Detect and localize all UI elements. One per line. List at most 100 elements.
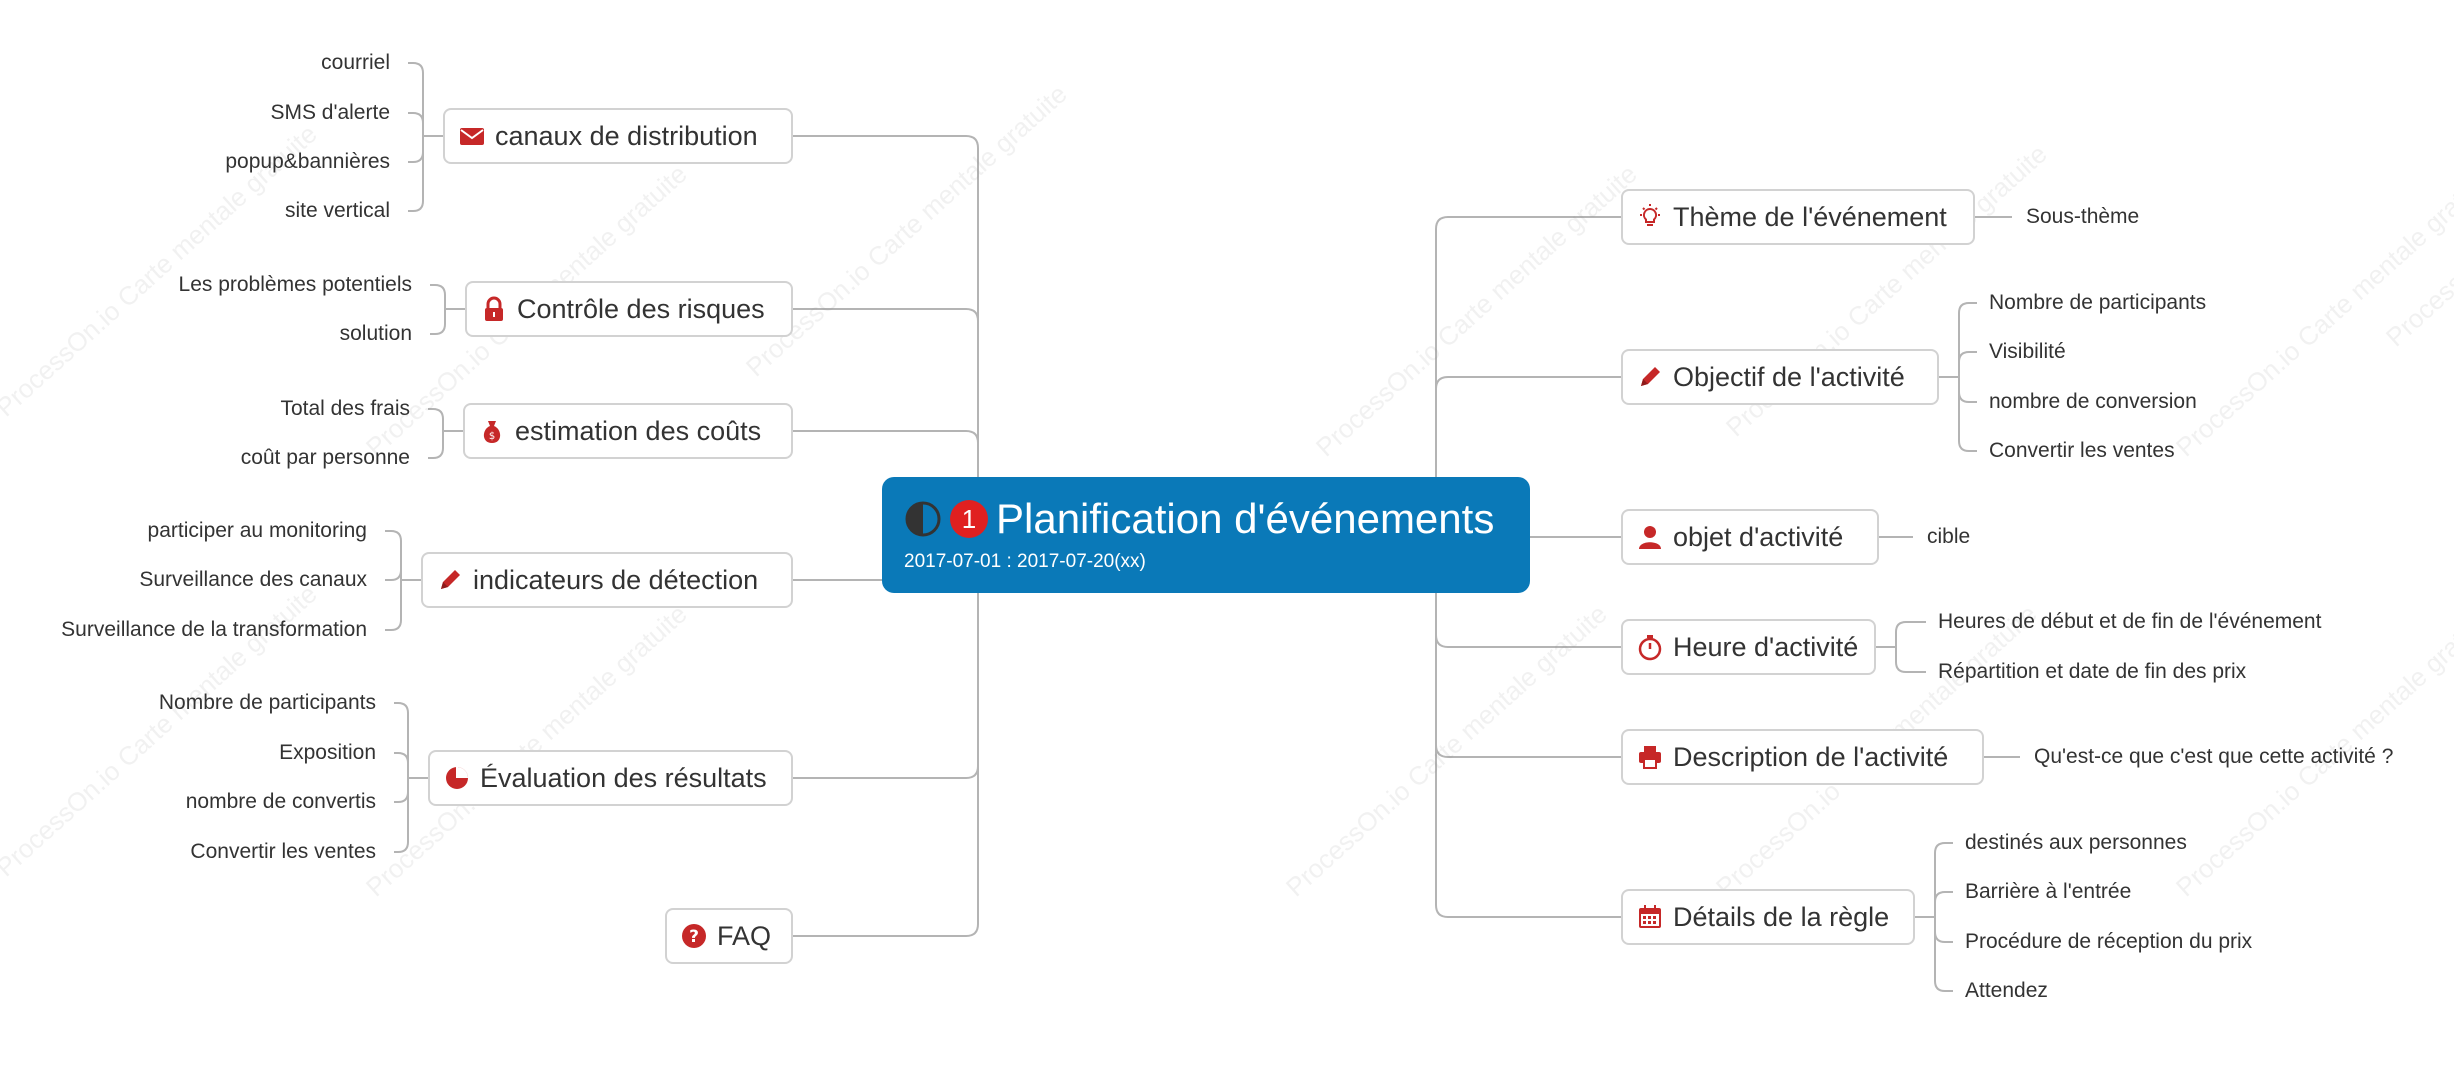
leaf-topic[interactable]: Surveillance des canaux xyxy=(139,568,367,591)
leaf-link xyxy=(394,752,409,778)
printer-icon xyxy=(1635,742,1665,772)
right-branch-1[interactable]: Thème de l'événement xyxy=(1621,189,1975,245)
branch-label: indicateurs de détection xyxy=(473,564,759,595)
pie-chart-icon xyxy=(442,763,472,793)
leaf-link xyxy=(1895,647,1926,673)
left-branch-2[interactable]: Contrôle des risques xyxy=(465,281,793,337)
leaf-topic[interactable]: coût par personne xyxy=(240,446,410,469)
branch-label: Contrôle des risques xyxy=(517,293,765,324)
lock-icon xyxy=(479,294,509,324)
leaf-topic[interactable]: Attendez xyxy=(1965,979,2048,1002)
left-branch-4[interactable]: indicateurs de détection xyxy=(421,552,793,608)
svg-text:$: $ xyxy=(489,431,495,442)
leaf-link xyxy=(394,778,409,803)
leaf-link xyxy=(385,580,402,631)
leaf-link xyxy=(385,530,402,580)
leaf-link xyxy=(1958,377,1977,403)
leaf-link xyxy=(1895,621,1926,647)
leaf-link xyxy=(1934,842,1953,917)
leaf-link xyxy=(385,569,402,581)
branch-label: objet d'activité xyxy=(1673,521,1844,552)
leaf-topic[interactable]: Les problèmes potentiels xyxy=(178,273,412,296)
leaf-topic[interactable]: Procédure de réception du prix xyxy=(1965,930,2253,953)
leaf-link xyxy=(1958,377,1977,452)
leaf-topic[interactable]: participer au monitoring xyxy=(147,519,367,542)
leaf-link xyxy=(1934,917,1953,992)
central-topic[interactable]: 1 Planification d'événements 2017-07-01 … xyxy=(882,477,1530,593)
leaf-topic[interactable]: Convertir les ventes xyxy=(1989,439,2175,462)
central-topic-text: Planification d'événements xyxy=(996,495,1495,542)
pencil-icon xyxy=(435,565,465,595)
leaf-link xyxy=(1958,351,1977,377)
leaf-link xyxy=(394,778,409,853)
branch-link xyxy=(1435,376,1621,535)
branch-label: Thème de l'événement xyxy=(1673,201,1947,232)
branch-label: Évaluation des résultats xyxy=(480,762,767,793)
leaf-link xyxy=(1934,891,1953,917)
branch-link xyxy=(793,308,979,535)
branch-link xyxy=(1435,216,1621,535)
leaf-link xyxy=(428,408,444,431)
central-topic-title: 1 Planification d'événements xyxy=(904,495,1494,543)
leaf-topic[interactable]: Qu'est-ce que c'est que cette activité ? xyxy=(2034,745,2394,768)
leaf-topic[interactable]: Visibilité xyxy=(1989,340,2066,363)
question-icon: ? xyxy=(679,921,709,951)
leaf-link xyxy=(1934,917,1953,943)
leaf-link xyxy=(430,284,446,309)
branch-label: estimation des coûts xyxy=(515,415,762,446)
leaf-link xyxy=(428,431,444,459)
left-branch-5[interactable]: Évaluation des résultats xyxy=(428,750,793,806)
right-branch-4[interactable]: Heure d'activité xyxy=(1621,619,1876,675)
branch-label: canaux de distribution xyxy=(495,120,758,151)
right-branch-2[interactable]: Objectif de l'activité xyxy=(1621,349,1939,405)
leaf-topic[interactable]: popup&bannières xyxy=(225,150,390,173)
money-bag-icon: $ xyxy=(477,416,507,446)
branch-label: Heure d'activité xyxy=(1673,631,1859,662)
leaf-link xyxy=(1958,302,1977,377)
pencil-icon xyxy=(1635,362,1665,392)
priority-badge: 1 xyxy=(950,500,988,538)
leaf-topic[interactable]: Convertir les ventes xyxy=(190,840,376,863)
leaf-topic[interactable]: SMS d'alerte xyxy=(270,101,390,124)
left-branch-6[interactable]: ? FAQ xyxy=(665,908,793,964)
leaf-topic[interactable]: Nombre de participants xyxy=(158,691,376,714)
leaf-link xyxy=(408,136,424,163)
leaf-topic[interactable]: Sous-thème xyxy=(2026,205,2140,228)
leaf-link xyxy=(408,112,424,136)
leaf-topic[interactable]: cible xyxy=(1927,525,1971,548)
branch-label: FAQ xyxy=(717,920,772,951)
leaf-topic[interactable]: Exposition xyxy=(279,741,376,764)
branch-link xyxy=(1435,535,1621,918)
stopwatch-icon xyxy=(1635,632,1665,662)
branch-link xyxy=(793,135,979,535)
leaf-topic[interactable]: Total des frais xyxy=(280,397,410,420)
leaf-topic[interactable]: Nombre de participants xyxy=(1989,291,2207,314)
leaf-topic[interactable]: destinés aux personnes xyxy=(1965,831,2187,854)
leaf-link xyxy=(430,309,446,335)
right-branch-5[interactable]: Description de l'activité xyxy=(1621,729,1984,785)
leaf-topic[interactable]: courriel xyxy=(321,51,390,74)
leaf-topic[interactable]: site vertical xyxy=(284,199,390,222)
leaf-topic[interactable]: nombre de convertis xyxy=(185,790,376,813)
branch-link xyxy=(793,535,979,937)
branch-link xyxy=(793,430,979,535)
user-icon xyxy=(1635,522,1665,552)
left-branch-1[interactable]: canaux de distribution xyxy=(443,108,793,164)
branch-label: Détails de la règle xyxy=(1673,901,1890,932)
right-branch-3[interactable]: objet d'activité xyxy=(1621,509,1879,565)
leaf-topic[interactable]: nombre de conversion xyxy=(1989,390,2197,413)
leaf-topic[interactable]: Surveillance de la transformation xyxy=(61,618,367,641)
leaf-link xyxy=(408,62,424,136)
leaf-link xyxy=(394,702,409,778)
leaf-link xyxy=(408,136,424,212)
leaf-topic[interactable]: Barrière à l'entrée xyxy=(1965,880,2132,903)
left-branch-3[interactable]: $ estimation des coûts xyxy=(463,403,793,459)
branch-label: Objectif de l'activité xyxy=(1673,361,1905,392)
leaf-topic[interactable]: Répartition et date de fin des prix xyxy=(1938,660,2247,683)
branch-label: Description de l'activité xyxy=(1673,741,1949,772)
envelope-icon xyxy=(457,121,487,151)
leaf-topic[interactable]: Heures de début et de fin de l'événement xyxy=(1938,610,2322,633)
leaf-topic[interactable]: solution xyxy=(339,322,412,345)
right-branch-6[interactable]: Détails de la règle xyxy=(1621,889,1915,945)
calendar-icon xyxy=(1635,902,1665,932)
